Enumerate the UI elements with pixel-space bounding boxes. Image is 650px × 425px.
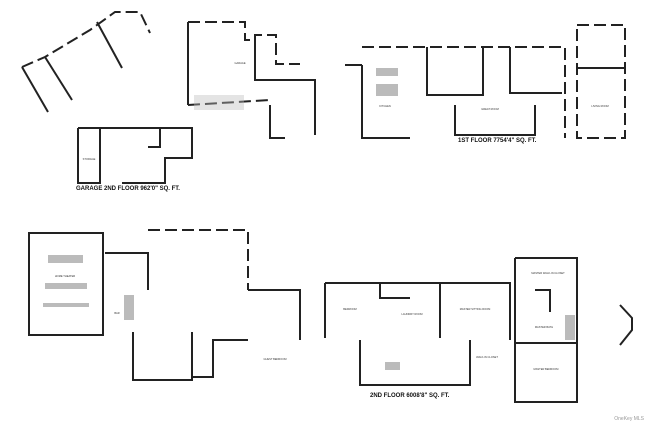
garage-1st-floor — [21, 11, 151, 113]
room-label-master-walk-in-closet: Master Walk-In Closet — [531, 272, 565, 275]
second-floor-caption: 2ND FLOOR 6008'8" SQ. FT. — [370, 393, 450, 399]
room-label-laundry-room: Laundry Room — [401, 313, 423, 316]
room-label-storage: Storage — [82, 158, 96, 161]
garage-second-floor-plan — [77, 127, 193, 184]
garage-second-floor-caption: GARAGE 2ND FLOOR 962'0" SQ. FT. — [76, 186, 180, 192]
watermark: OneKey MLS — [614, 416, 644, 422]
room-label-home-theater: Home Theater — [54, 275, 76, 278]
room-label-master-sitting-room: Master Sitting Room — [459, 308, 491, 311]
first-floor-plan — [187, 21, 626, 139]
room-label-walk-in-closet: Walk-In Closet — [476, 356, 498, 359]
room-label-bar: Bar — [114, 312, 120, 315]
room-label-great-room: Great Room — [481, 108, 499, 111]
room-label-guest-bedroom: Guest Bedroom — [263, 358, 287, 361]
room-label-bedroom: Bedroom — [343, 308, 357, 311]
room-label-master-bath: Master Bath — [534, 326, 554, 329]
room-label-kitchen: Kitchen — [379, 105, 391, 108]
room-label-garage: Garage — [234, 62, 246, 65]
room-label-living-room: Living Room — [591, 105, 609, 108]
first-floor-caption: 1ST FLOOR 7754'4" SQ. FT. — [458, 138, 537, 144]
second-floor-plan — [28, 229, 633, 403]
room-label-master-bedroom: Master Bedroom — [533, 368, 559, 371]
